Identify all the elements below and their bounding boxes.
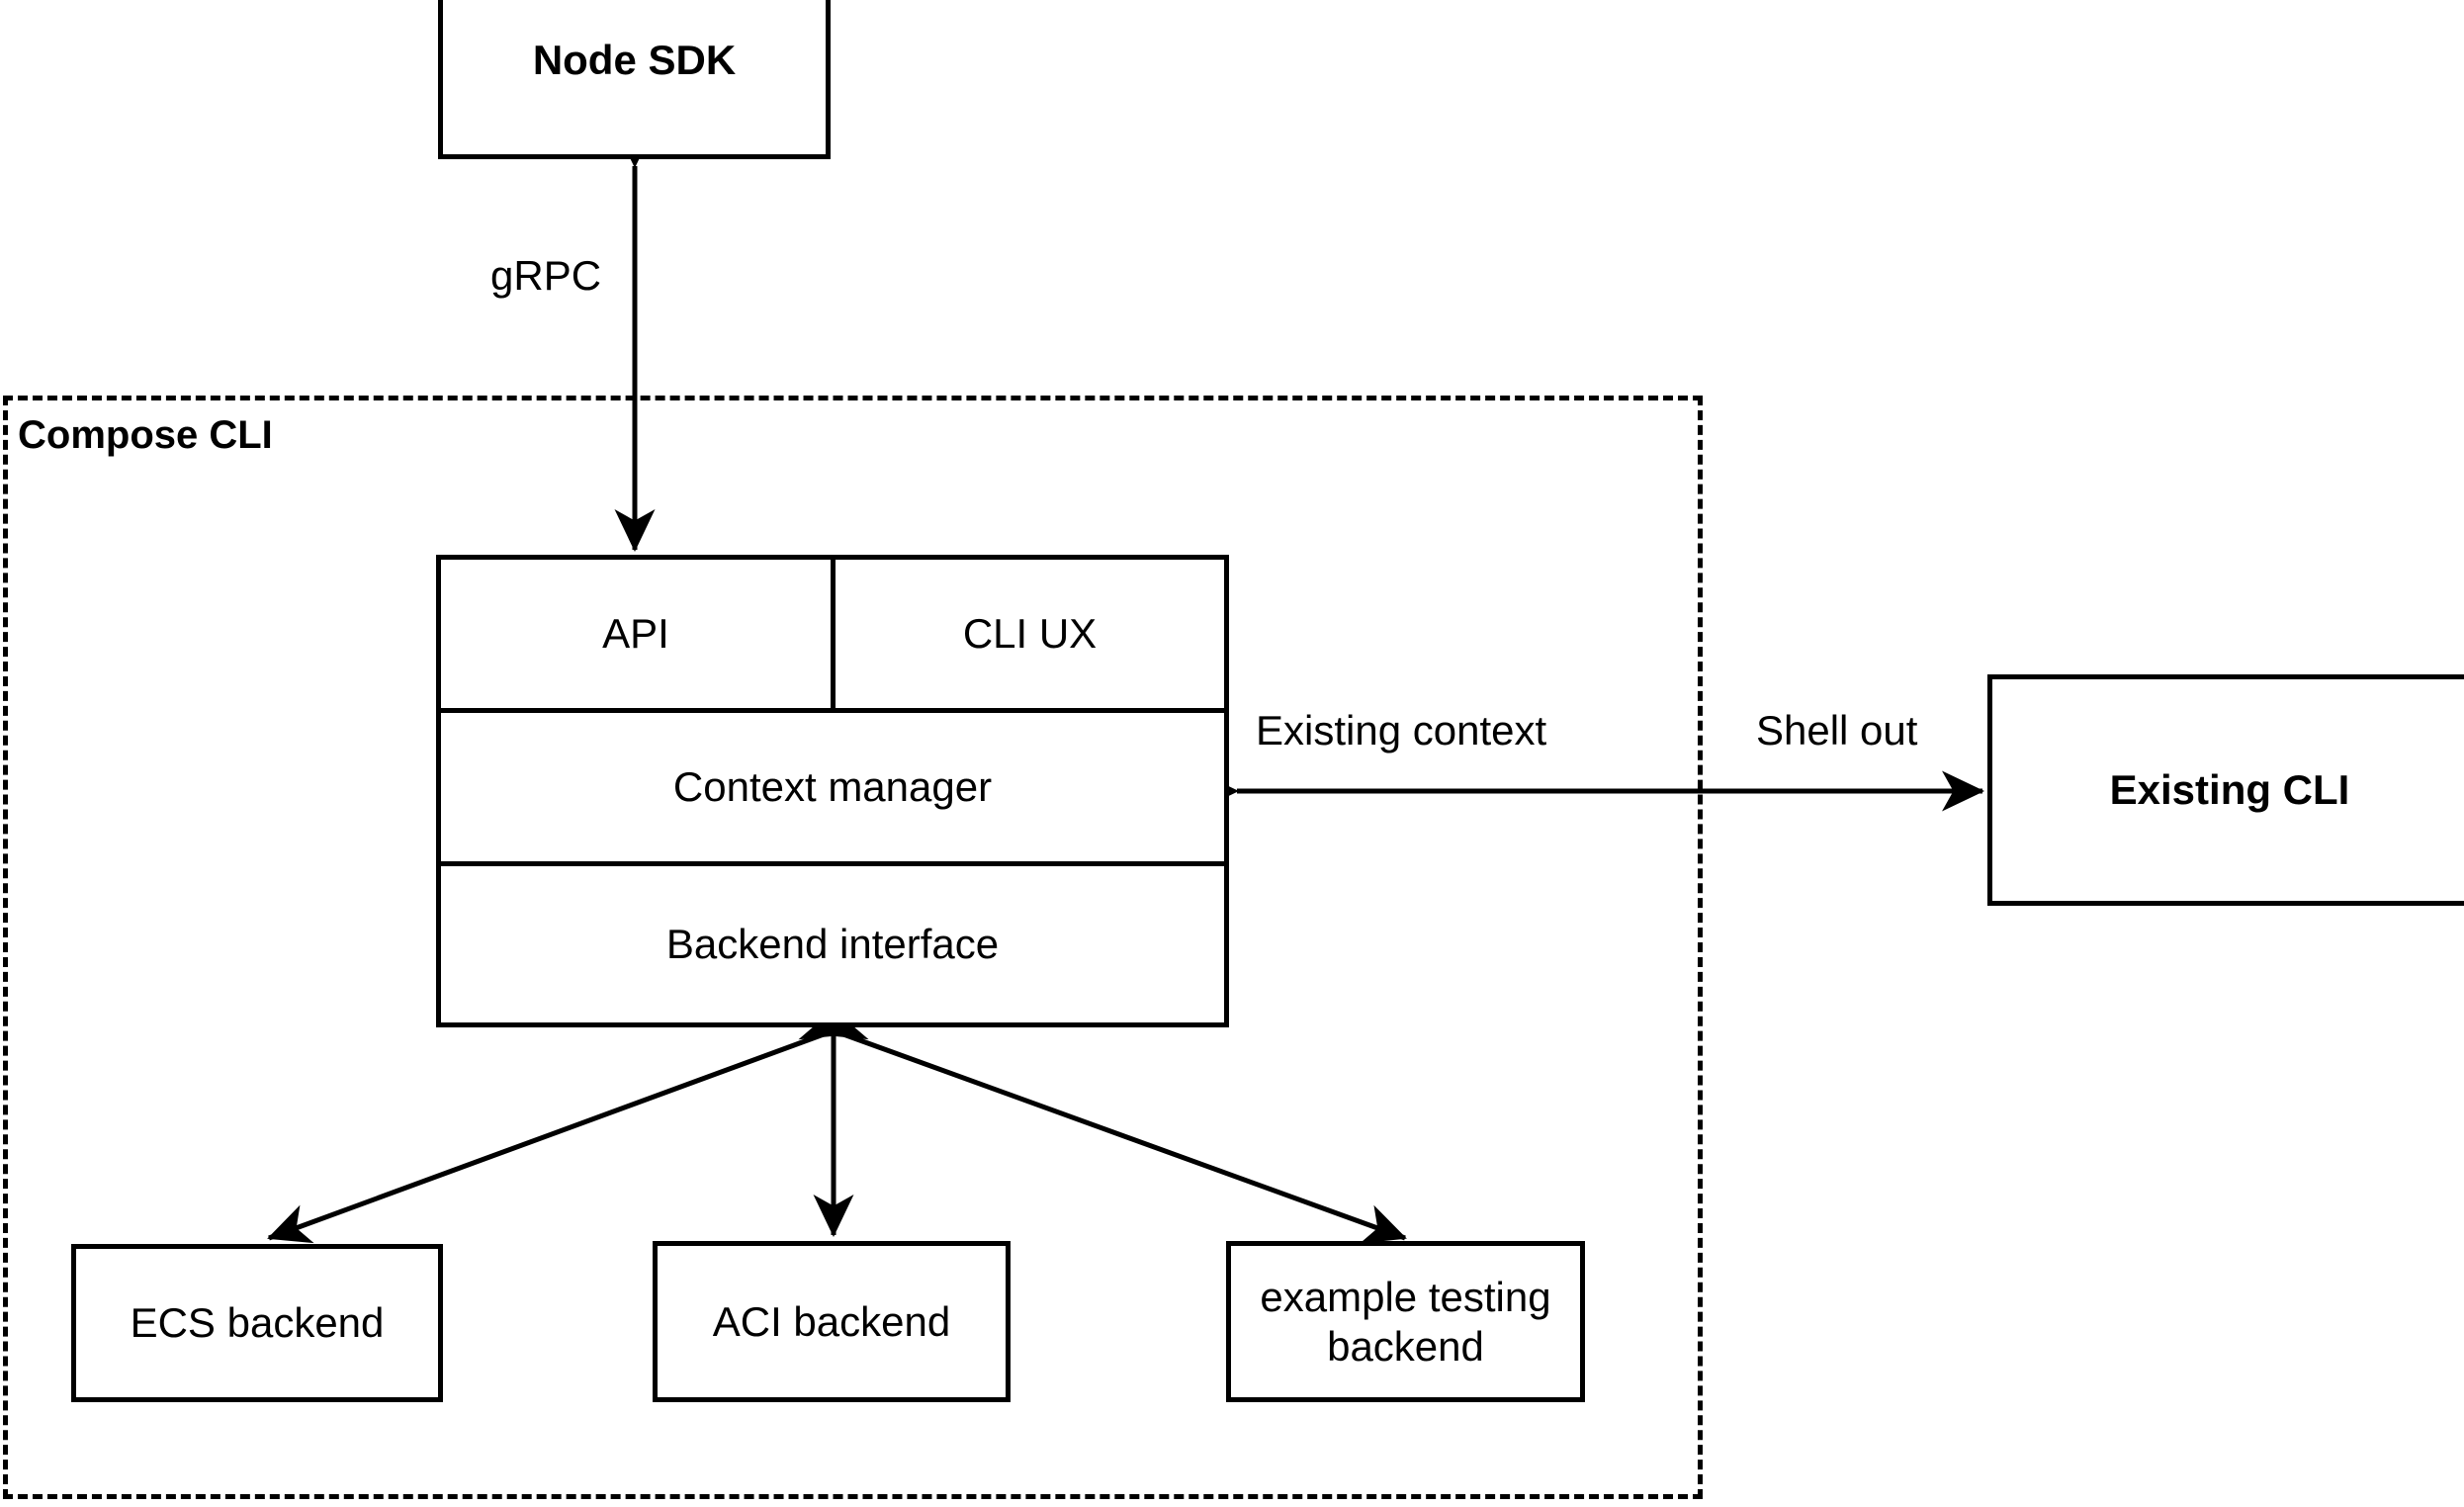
compose-cli-group-boundary <box>3 396 1703 1499</box>
compose-cli-group-label: Compose CLI <box>18 413 273 457</box>
node-sdk-box[interactable]: Node SDK <box>438 0 831 159</box>
aci-backend-label: ACI backend <box>712 1297 951 1345</box>
ecs-backend-label: ECS backend <box>130 1299 385 1347</box>
backend-interface-label: Backend interface <box>665 921 1000 967</box>
backend-interface-cell[interactable]: Backend interface <box>441 866 1224 1022</box>
api-label: API <box>602 610 669 657</box>
aci-backend-box[interactable]: ACI backend <box>653 1241 1011 1402</box>
ecs-backend-connector <box>267 1001 869 1244</box>
cli-ux-cell[interactable]: CLI UX <box>836 560 1224 708</box>
context-manager-top-divider <box>436 708 1229 713</box>
existing-cli-box[interactable]: Existing CLI <box>1987 674 2464 906</box>
ecs-backend-box[interactable]: ECS backend <box>71 1244 443 1402</box>
backend-interface-top-divider <box>436 861 1229 866</box>
shell-out-edge-label: Shell out <box>1752 707 1922 754</box>
cli-ux-label: CLI UX <box>962 610 1098 657</box>
api-cliux-divider <box>831 555 836 713</box>
example-testing-backend-connector <box>798 1001 1407 1244</box>
existing-cli-label: Existing CLI <box>2109 766 2350 814</box>
example-testing-backend-label-line-1: example testing <box>1260 1273 1551 1320</box>
existing-context-edge-label: Existing context <box>1252 707 1551 754</box>
context-manager-label: Context manager <box>672 763 993 810</box>
api-cell[interactable]: API <box>441 560 831 708</box>
example-testing-backend-box[interactable]: example testing backend <box>1226 1241 1585 1402</box>
context-manager-cell[interactable]: Context manager <box>441 713 1224 861</box>
grpc-edge-label: gRPC <box>486 252 606 300</box>
node-sdk-label: Node SDK <box>532 36 737 83</box>
example-testing-backend-label-line-2: backend <box>1327 1322 1484 1370</box>
